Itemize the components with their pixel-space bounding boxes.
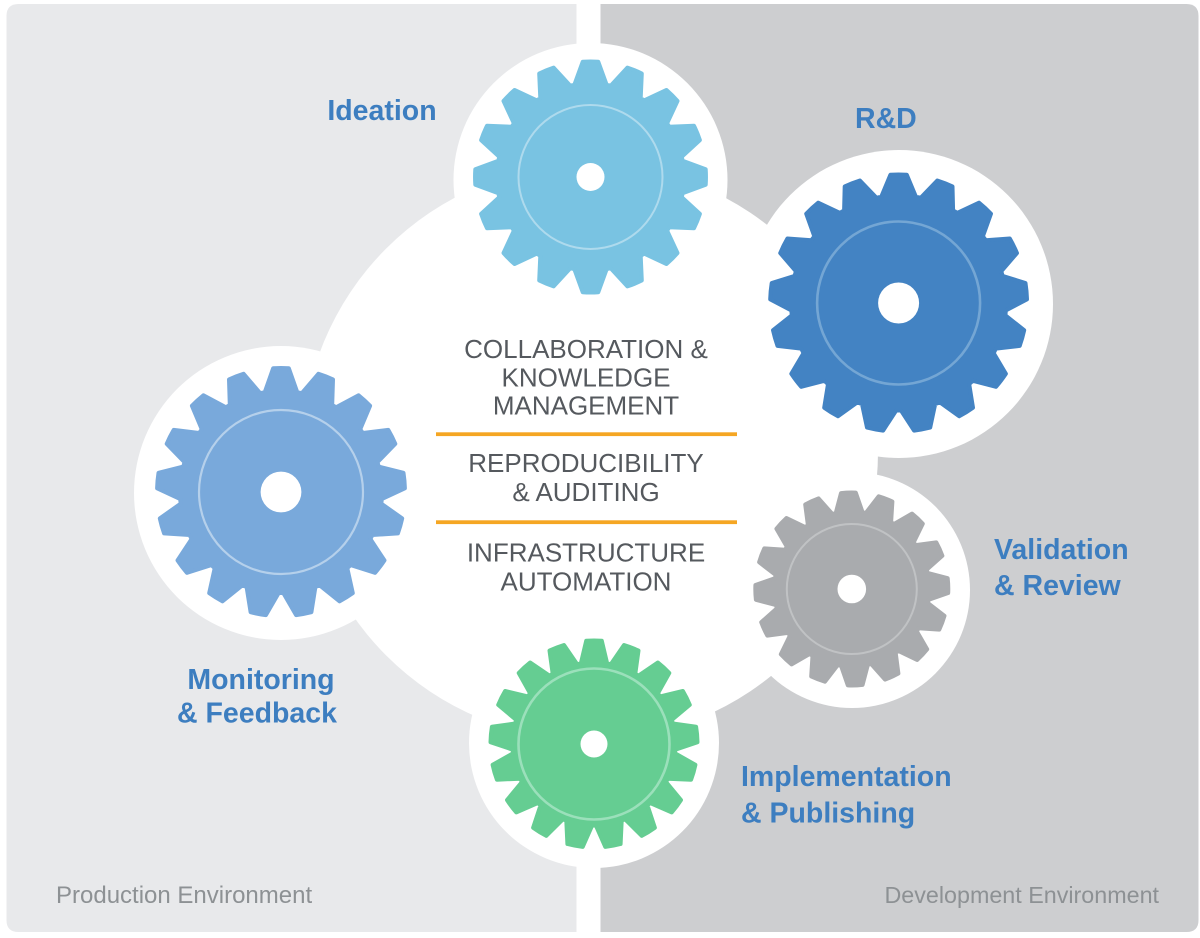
svg-text:KNOWLEDGE: KNOWLEDGE xyxy=(501,362,670,392)
svg-text:Development Environment: Development Environment xyxy=(884,882,1159,908)
svg-text:Production Environment: Production Environment xyxy=(56,882,312,909)
svg-text:AUTOMATION: AUTOMATION xyxy=(501,566,672,596)
svg-text:Ideation: Ideation xyxy=(327,95,436,127)
svg-text:R&D: R&D xyxy=(855,103,917,135)
svg-text:Monitoring: Monitoring xyxy=(187,664,334,696)
svg-text:& AUDITING: & AUDITING xyxy=(512,477,659,507)
svg-text:& Review: & Review xyxy=(994,570,1122,602)
svg-text:REPRODUCIBILITY: REPRODUCIBILITY xyxy=(468,448,704,478)
svg-text:Validation: Validation xyxy=(994,534,1129,566)
svg-text:& Feedback: & Feedback xyxy=(177,698,337,730)
svg-text:MANAGEMENT: MANAGEMENT xyxy=(493,390,679,420)
svg-text:COLLABORATION &: COLLABORATION & xyxy=(464,334,708,364)
svg-text:& Publishing: & Publishing xyxy=(741,798,915,830)
svg-text:Implementation: Implementation xyxy=(741,761,952,793)
svg-text:INFRASTRUCTURE: INFRASTRUCTURE xyxy=(467,538,705,568)
